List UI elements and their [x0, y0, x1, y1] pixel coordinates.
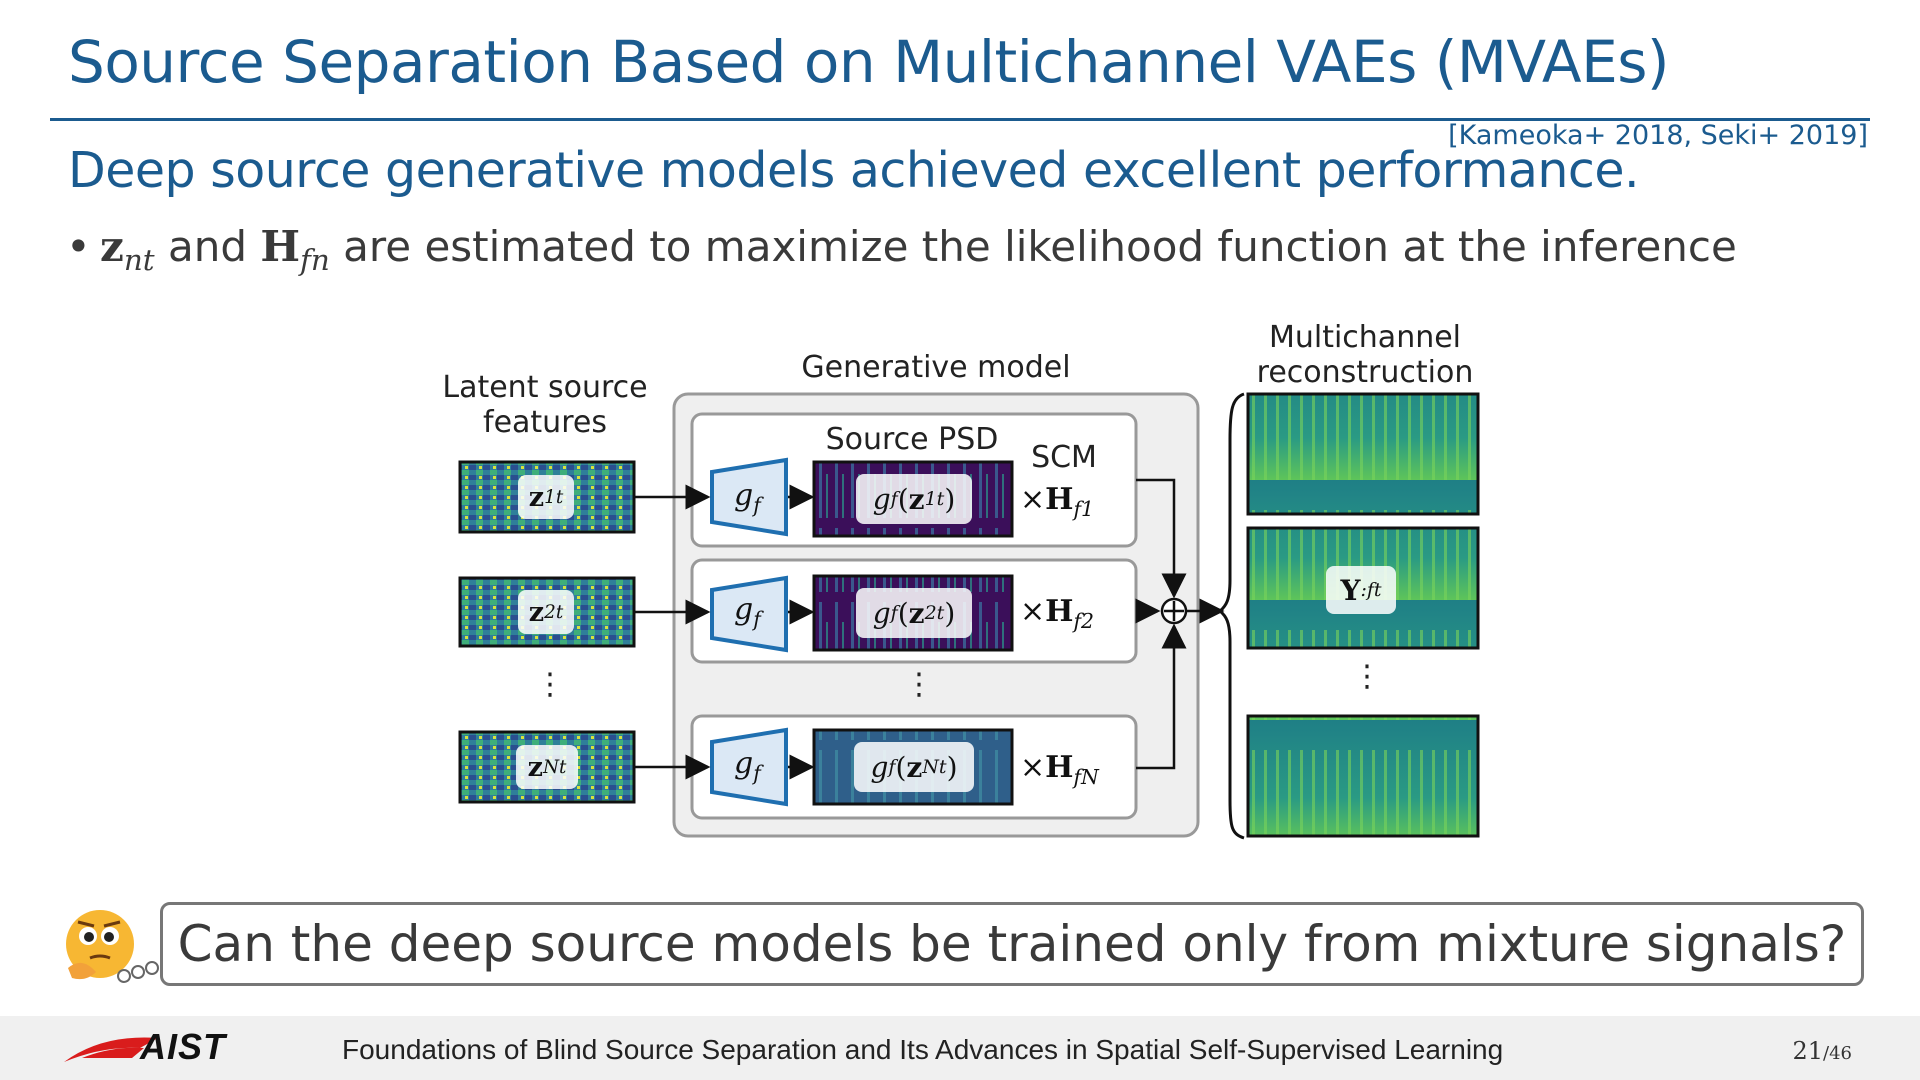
vdots-recon: ⋮	[1352, 659, 1382, 694]
vdots-latent: ⋮	[535, 667, 565, 702]
output-y-label: Y:ft	[1326, 566, 1396, 614]
psd-1	[812, 460, 1014, 538]
source-psd-label: Source PSD	[825, 422, 999, 457]
generative-panel	[672, 392, 1200, 838]
latent-features-label: Latent source features	[442, 370, 648, 440]
citation: [Kameoka+ 2018, Seki+ 2019]	[1448, 120, 1868, 151]
aist-logo	[64, 1037, 158, 1062]
sum-node	[1160, 597, 1188, 625]
row3-box	[690, 714, 1138, 820]
gf-N: gf	[734, 746, 761, 786]
brace	[1217, 392, 1245, 840]
bullet-point: •znt and Hfn are estimated to maximize t…	[66, 222, 1737, 277]
question-box: Can the deep source models be trained on…	[160, 902, 1864, 986]
page-number: 21/46	[1792, 1037, 1852, 1065]
recon-spec-1	[1246, 392, 1480, 516]
decoder-1	[710, 457, 788, 537]
decoder-N	[710, 727, 788, 807]
bullet-text: are estimated to maximize the likelihood…	[329, 222, 1737, 271]
aist-logo-text: AIST	[140, 1026, 227, 1067]
row1-box	[690, 412, 1138, 548]
footer-bar	[0, 1016, 1920, 1080]
footer-title: Foundations of Blind Source Separation a…	[342, 1034, 1504, 1065]
bullet-and: and	[154, 222, 261, 271]
slide-title: Source Separation Based on Multichannel …	[68, 28, 1670, 96]
scm-term-1: ×Hf1	[1020, 482, 1095, 522]
row2-box	[690, 558, 1138, 664]
title-divider	[50, 118, 1870, 121]
slide-subtitle: Deep source generative models achieved e…	[68, 142, 1640, 199]
scm-term-2: ×Hf2	[1020, 594, 1095, 634]
scm-term-N: ×HfN	[1020, 750, 1099, 790]
decoder-2	[710, 575, 788, 653]
scm-label: SCM	[1031, 440, 1097, 475]
latent-z2	[458, 576, 636, 648]
gf-1: gf	[734, 478, 761, 518]
vdots-generative: ⋮	[904, 667, 934, 702]
multichannel-reconstruction-label: Multichannel reconstruction	[1256, 320, 1474, 390]
scm-symbol: Hfn	[260, 222, 330, 277]
recon-spec-N	[1246, 714, 1480, 838]
psd-2	[812, 574, 1014, 652]
recon-spec-2	[1246, 526, 1480, 650]
thinking-face-icon	[66, 910, 159, 983]
generative-model-label: Generative model	[801, 350, 1071, 385]
psd-N	[812, 728, 1014, 806]
latent-z1	[458, 460, 636, 534]
gf-2: gf	[734, 592, 761, 632]
latent-zN	[458, 730, 636, 804]
latent-symbol: znt	[100, 222, 155, 277]
bullet-dot-icon: •	[66, 222, 91, 271]
